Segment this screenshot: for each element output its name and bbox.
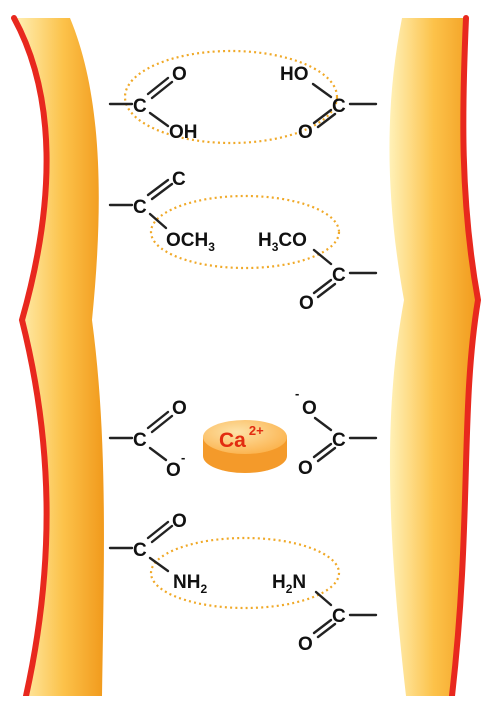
ester-carbonyl-oxygen-right: O <box>299 293 314 314</box>
right-wall-band <box>389 18 478 696</box>
ester-interaction-ring <box>149 194 341 270</box>
carboxylate-oxygen-left-neg: O <box>166 460 181 481</box>
amide-hydrogen-bond-pair: C O NH2 H2N C O <box>108 511 378 655</box>
methyl-ester-pair: C C OCH3 H3CO C O <box>108 169 378 314</box>
left-wall-band <box>14 18 104 696</box>
carboxylate-carbon-right: C <box>332 430 346 451</box>
amide-oxygen-left: O <box>172 511 187 532</box>
hydrogen-bond-ring-top <box>123 49 339 145</box>
amide-carbon-right: C <box>332 606 346 627</box>
hydroxyl-oh-left: OH <box>169 122 198 143</box>
ester-carbon-right: C <box>332 265 346 286</box>
amide-oxygen-right: O <box>298 634 313 655</box>
carbonyl-oxygen-right: O <box>298 122 313 143</box>
carboxyl-hydrogen-bond-pair: C O OH HO C O <box>108 49 378 145</box>
calcium-ion-top <box>203 420 287 454</box>
negative-charge-right: - <box>295 386 299 401</box>
carboxylate-carbon-left: C <box>133 430 147 451</box>
carboxylate-oxygen-right-double: O <box>298 458 313 479</box>
amine-group-left: NH2 <box>173 572 207 596</box>
left-cell-wall <box>11 15 104 699</box>
carboxylate-oxygen-right-neg: O <box>302 398 317 419</box>
ester-carbon-left: C <box>133 197 147 218</box>
methoxy-group-right: H3CO <box>258 230 307 254</box>
amide-carbon-left: C <box>133 540 147 561</box>
left-wall-red-edge <box>11 15 50 699</box>
amine-group-right: H2N <box>272 572 306 596</box>
right-cell-wall <box>389 15 481 699</box>
carbonyl-oxygen-left: O <box>172 64 187 85</box>
carboxyl-carbon-left: C <box>133 96 147 117</box>
carboxyl-carbon-right: C <box>332 96 346 117</box>
hydroxyl-ho-right: HO <box>280 64 309 85</box>
ester-top-atom-left: C <box>172 169 186 190</box>
amide-interaction-ring <box>149 536 341 610</box>
negative-charge-left: - <box>181 450 185 465</box>
right-wall-red-edge <box>449 15 481 699</box>
carboxylate-oxygen-left-top: O <box>172 398 187 419</box>
methoxy-group-left: OCH3 <box>166 230 215 254</box>
